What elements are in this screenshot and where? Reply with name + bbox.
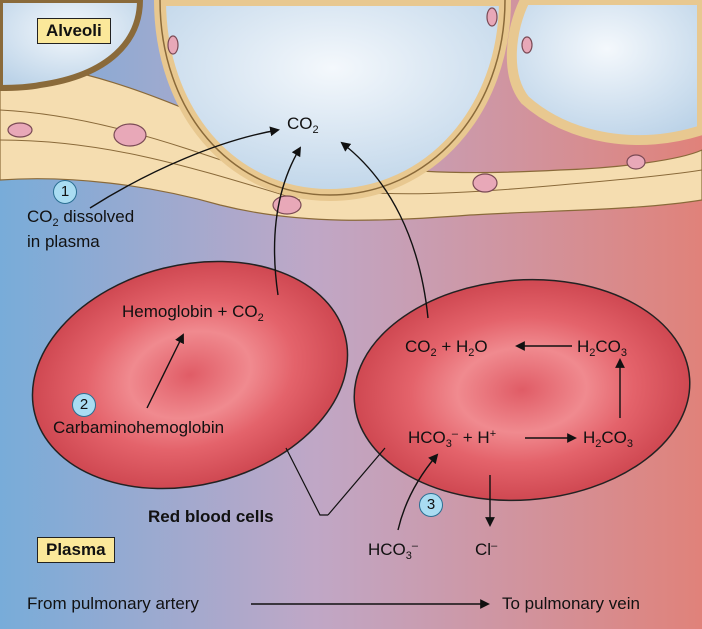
red-blood-cell-left — [31, 260, 349, 490]
plasma-label: Plasma — [37, 537, 115, 563]
to-pulmonary-vein-label: To pulmonary vein — [502, 594, 640, 613]
step-3-marker: 3 — [419, 493, 443, 517]
step-1-marker: 1 — [53, 180, 77, 204]
chloride-label: Cl– — [475, 540, 498, 559]
red-blood-cell-right — [353, 278, 691, 502]
cell-nucleus — [486, 7, 498, 27]
alveolus-center-outline — [159, 0, 506, 196]
from-pulmonary-artery-label: From pulmonary artery — [27, 594, 199, 613]
cell-nucleus — [7, 122, 33, 138]
h2co3-top-label: H2CO3 — [577, 337, 628, 359]
cell-nucleus — [167, 35, 179, 55]
arrow-carbamino-to-hemoglobin — [146, 333, 184, 409]
red-blood-cells-label: Red blood cells — [148, 507, 274, 526]
hco3-h-label: HCO3– + H+ — [408, 428, 497, 450]
leader-line-rbc — [285, 447, 328, 516]
hemoglobin-co2-label: Hemoglobin + CO2 — [122, 302, 264, 324]
hco3-plasma-label: HCO3– — [368, 540, 419, 562]
alveolus-right — [506, 0, 702, 145]
cell-nucleus — [472, 173, 498, 193]
tissue-layer-line — [0, 139, 301, 201]
h2co3-bottom-label: H2CO3 — [583, 428, 634, 450]
alveoli-label: Alveoli — [37, 18, 111, 44]
carbaminohemoglobin-label: Carbaminohemoglobin — [53, 418, 225, 437]
cell-nucleus — [521, 36, 533, 54]
cell-nucleus — [626, 154, 646, 170]
co2-dissolved-label: CO2 dissolved — [27, 207, 135, 229]
step-2-marker: 2 — [72, 393, 96, 417]
cell-nucleus — [113, 123, 147, 147]
arrow-hemoglobin-to-co2 — [273, 146, 302, 296]
in-plasma-label: in plasma — [27, 232, 100, 251]
arrow-rbc-to-co2 — [340, 141, 429, 319]
arrow-dissolved-to-co2 — [89, 126, 280, 209]
arrow-hco3-in — [397, 453, 439, 531]
leader-line-rbc — [327, 447, 386, 516]
co2-h2o-label: CO2 + H2O — [405, 337, 488, 359]
co2-alveoli-label: CO2 — [287, 114, 319, 136]
